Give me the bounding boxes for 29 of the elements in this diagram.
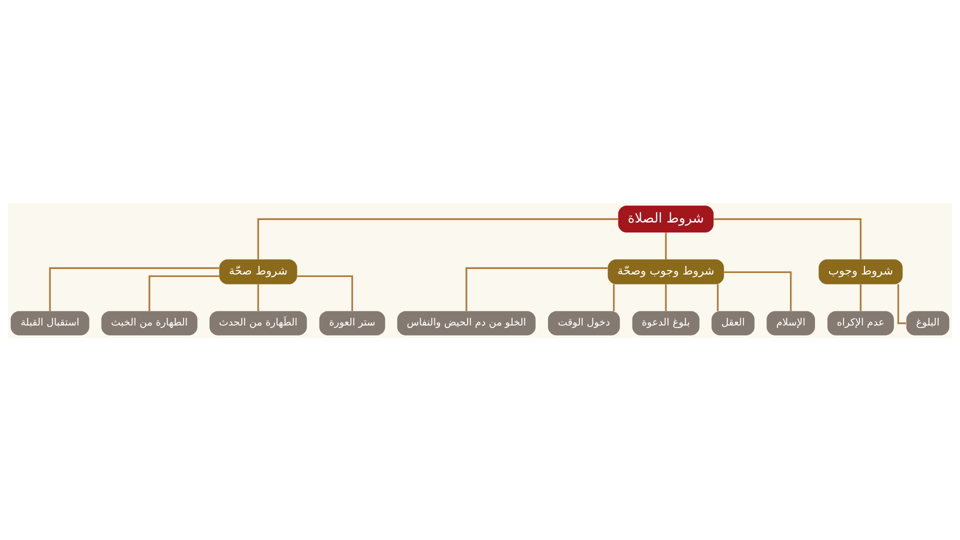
node-box: شروط وجوب وصحّة [608,258,724,284]
connector [49,266,220,310]
node-box: شروط الصلاة [618,205,714,232]
node-box: البلوغ [906,310,950,335]
connector [257,284,260,311]
node-box: شروط وجوب [818,258,903,284]
node-box: العقل [712,310,755,335]
node-box: شروط صحّة [219,258,298,284]
connector [297,274,354,311]
node-box: الطهارة من الخبث [101,310,198,335]
node-box: الخلو من دم الحيض والنفاس [397,310,536,335]
node-box: بلوغ الدعوة [632,310,700,335]
connector [860,284,862,311]
connector [714,218,862,259]
node-box: عدم الإكراه [827,310,894,335]
connector [716,284,719,311]
node-box: الإسلام [766,310,815,335]
connector [897,284,906,324]
connector [665,232,667,259]
connector [612,284,615,311]
connector [466,266,608,310]
connector [148,274,220,311]
node-box: ستر العورة [319,310,386,335]
connector [257,218,618,259]
connector [665,284,667,311]
connector [724,270,792,311]
node-box: استقبال القبلة [10,310,90,335]
node-box: الطَهارة من الحدث [210,310,307,335]
node-box: دخول الوقت [548,310,620,335]
